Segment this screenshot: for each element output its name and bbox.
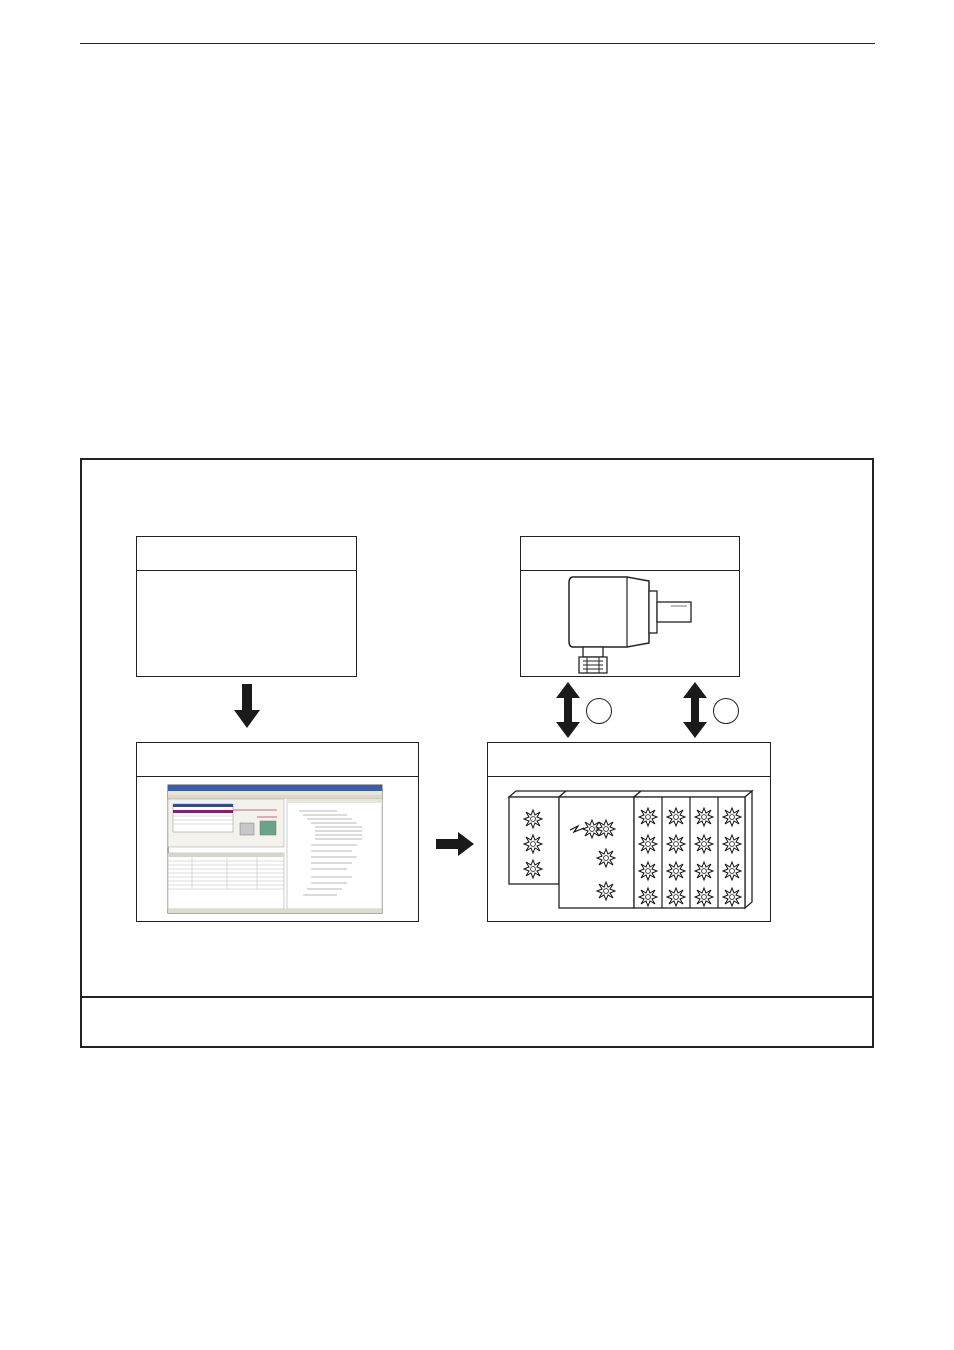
double-arrow-icon xyxy=(556,682,580,738)
config-box-title xyxy=(137,537,356,571)
encoder-icon xyxy=(568,576,692,674)
double-arrow-icon xyxy=(683,682,707,738)
arrow-right-icon xyxy=(436,832,474,856)
encoder-box xyxy=(520,536,740,677)
software-box-title xyxy=(137,743,418,777)
config-box xyxy=(136,536,357,677)
marker-circle-2 xyxy=(713,698,739,724)
caption-divider xyxy=(80,996,874,998)
software-screenshot-icon xyxy=(167,784,383,914)
config-box-body xyxy=(137,571,356,676)
arrow-down-icon xyxy=(234,684,260,728)
header-rule xyxy=(80,43,875,44)
page-header-text xyxy=(80,20,875,40)
encoder-box-title xyxy=(521,537,739,571)
plc-module-icon xyxy=(507,789,754,910)
plc-box-title xyxy=(488,743,770,777)
figure-caption xyxy=(96,1010,856,1036)
figure-frame xyxy=(80,458,874,1048)
marker-circle-1 xyxy=(586,698,612,724)
plc-box xyxy=(487,742,771,922)
software-box xyxy=(136,742,419,922)
